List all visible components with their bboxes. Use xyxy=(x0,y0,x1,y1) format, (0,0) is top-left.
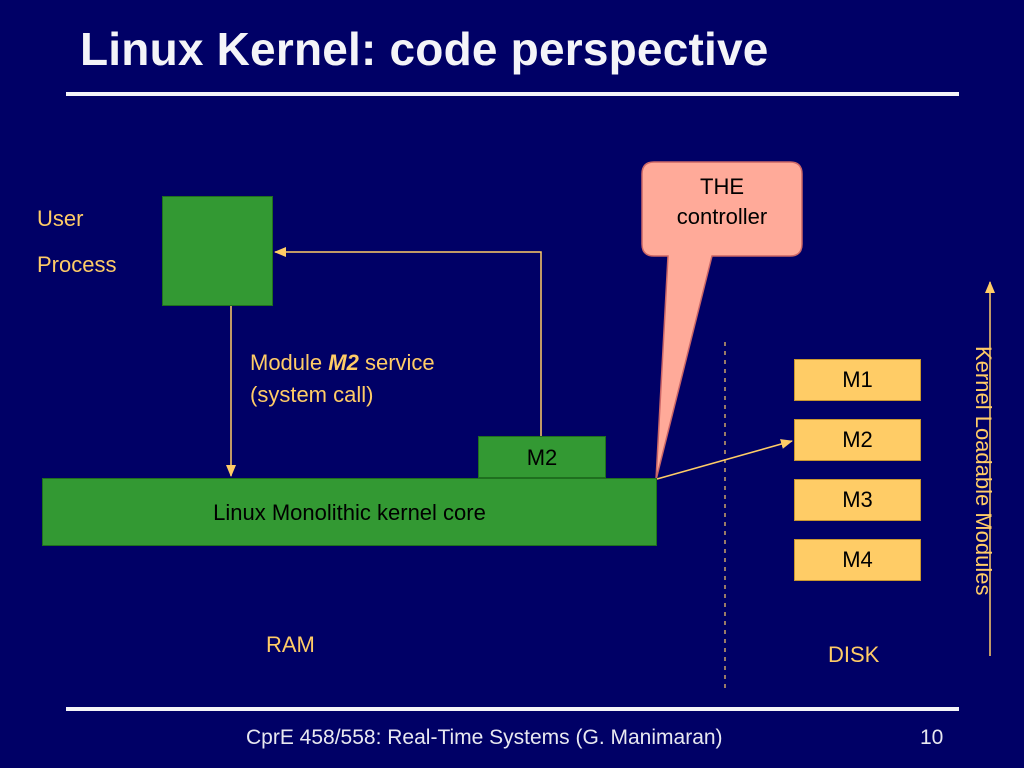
m2-service-return-arrow xyxy=(274,247,542,436)
page-number: 10 xyxy=(920,726,944,749)
user-process-box xyxy=(162,196,273,306)
disk-label: DISK xyxy=(828,642,880,667)
service-label-line2: (system call) xyxy=(250,382,374,407)
kernel-modules-label: Kernel Loadable Modules xyxy=(971,346,996,596)
user-process-label-line1: User xyxy=(37,206,84,231)
controller-callout xyxy=(641,161,803,481)
title-divider xyxy=(66,92,959,96)
user-process-label-line2: Process xyxy=(37,252,117,277)
service-label-prefix: Module xyxy=(250,350,329,375)
callout-line2: controller xyxy=(676,204,768,229)
callout-text: THE controller xyxy=(642,172,802,232)
service-label-module: M2 xyxy=(328,350,359,375)
ram-label: RAM xyxy=(266,632,315,657)
footer-text: CprE 458/558: Real-Time Systems (G. Mani… xyxy=(246,726,723,749)
disk-module-m1: M1 xyxy=(794,359,921,401)
disk-module-m2: M2 xyxy=(794,419,921,461)
footer-divider xyxy=(66,707,959,711)
callout-line1: THE xyxy=(700,174,744,199)
disk-module-m3: M3 xyxy=(794,479,921,521)
service-label-line1: Module M2 service xyxy=(250,350,435,376)
disk-module-m4: M4 xyxy=(794,539,921,581)
service-label-suffix: service xyxy=(358,350,435,375)
m2-ram-box: M2 xyxy=(478,436,606,478)
kernel-core-box: Linux Monolithic kernel core xyxy=(42,478,657,546)
slide-title: Linux Kernel: code perspective xyxy=(80,23,769,75)
